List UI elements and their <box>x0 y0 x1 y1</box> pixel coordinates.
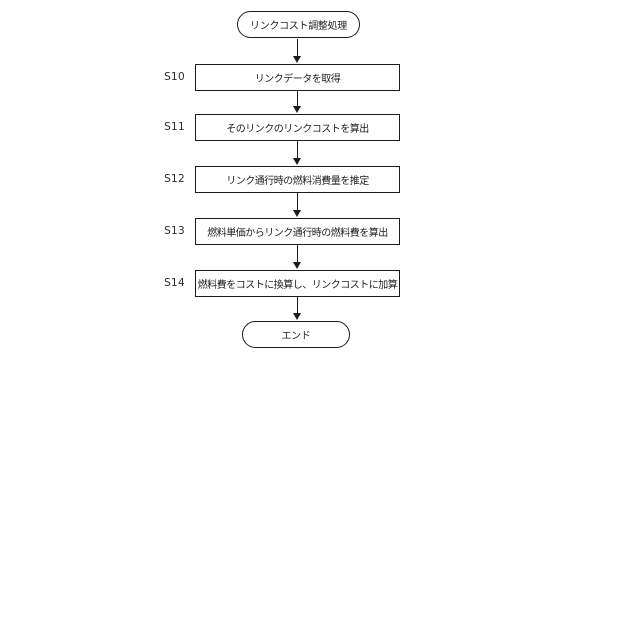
start-terminator: リンクコスト調整処理 <box>237 11 360 38</box>
arrow-shaft <box>296 245 299 263</box>
flow-arrow-down-icon <box>293 245 302 269</box>
arrowhead-icon <box>293 262 301 269</box>
arrowhead-icon <box>293 313 301 320</box>
process-box-s12: リンク通行時の燃料消費量を推定 <box>195 166 400 193</box>
step-id-s14: S14 <box>164 277 185 289</box>
process-box-s10: リンクデータを取得 <box>195 64 400 91</box>
step-id-s12: S12 <box>164 173 185 185</box>
end-terminator: エンド <box>242 321 350 348</box>
flow-arrow-down-icon <box>293 141 302 165</box>
step-id-s10: S10 <box>164 71 185 83</box>
arrowhead-icon <box>293 56 301 63</box>
step-id-s13: S13 <box>164 225 185 237</box>
arrow-shaft <box>296 39 299 57</box>
arrow-shaft <box>296 297 299 314</box>
arrowhead-icon <box>293 158 301 165</box>
process-box-s14: 燃料費をコストに換算し、リンクコストに加算 <box>195 270 400 297</box>
process-box-s13: 燃料単価からリンク通行時の燃料費を算出 <box>195 218 400 245</box>
process-box-s10-label: リンクデータを取得 <box>254 74 341 85</box>
flow-arrow-down-icon <box>293 91 302 113</box>
flow-arrow-down-icon <box>293 193 302 217</box>
step-id-s11: S11 <box>164 121 185 133</box>
process-box-s14-label: 燃料費をコストに換算し、リンクコストに加算 <box>197 280 398 291</box>
end-terminator-label: エンド <box>281 331 311 342</box>
start-terminator-label: リンクコスト調整処理 <box>250 21 347 32</box>
arrow-shaft <box>296 193 299 211</box>
arrow-shaft <box>296 91 299 107</box>
process-box-s12-label: リンク通行時の燃料消費量を推定 <box>226 176 369 187</box>
process-box-s13-label: 燃料単価からリンク通行時の燃料費を算出 <box>207 228 388 239</box>
flow-arrow-down-icon <box>293 297 302 320</box>
arrowhead-icon <box>293 106 301 113</box>
arrowhead-icon <box>293 210 301 217</box>
flow-arrow-down-icon <box>293 39 302 63</box>
process-box-s11-label: そのリンクのリンクコストを算出 <box>226 124 369 135</box>
process-box-s11: そのリンクのリンクコストを算出 <box>195 114 400 141</box>
arrow-shaft <box>296 141 299 159</box>
